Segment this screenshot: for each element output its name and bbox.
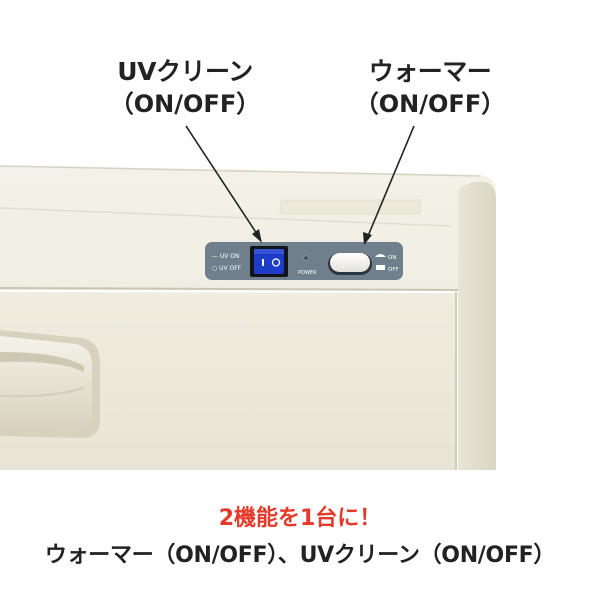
uv-clean-label-subtitle: （ON/OFF） <box>109 90 261 118</box>
warmer-slide-switch[interactable] <box>328 253 372 275</box>
drawer-seam <box>0 287 459 291</box>
cabinet-top-edge <box>0 165 481 177</box>
warmer-label-subtitle: （ON/OFF） <box>354 90 506 118</box>
power-led <box>303 255 309 261</box>
control-panel: — UV ON ○ UV OFF POWER ON OFF <box>205 242 403 280</box>
uv-on-text: — UV ON <box>212 253 240 260</box>
switch-off-mark <box>271 258 281 267</box>
uv-rocker-switch[interactable] <box>250 246 288 277</box>
warmer-off-icon <box>376 265 385 270</box>
warmer-on-icon <box>375 254 386 257</box>
warmer-on-text: ON <box>388 255 396 261</box>
warmer-off-text: OFF <box>388 267 399 273</box>
uv-off-text: ○ UV OFF <box>212 265 242 272</box>
uv-clean-label: UVクリーン （ON/OFF） <box>95 56 275 120</box>
warmer-arrow <box>363 125 415 245</box>
cabinet-top-seam <box>0 207 451 227</box>
cabinet-side <box>458 181 496 470</box>
drawer-front <box>0 292 456 470</box>
cabinet-top-label-area <box>279 199 422 215</box>
power-text: POWER <box>298 270 317 276</box>
caption-main: ウォーマー（ON/OFF）、UVクリーン（ON/OFF） <box>44 543 556 568</box>
switch-on-mark <box>262 259 264 266</box>
warmer-label-title: ウォーマー <box>368 57 492 86</box>
warmer-label: ウォーマー （ON/OFF） <box>340 56 520 120</box>
uv-arrow <box>185 125 262 243</box>
caption-highlight: 2機能を1台に！ <box>218 506 382 531</box>
drawer-handle[interactable] <box>0 330 100 438</box>
uv-clean-label-title: UVクリーン <box>117 57 253 86</box>
cabinet-top-body <box>0 165 496 470</box>
